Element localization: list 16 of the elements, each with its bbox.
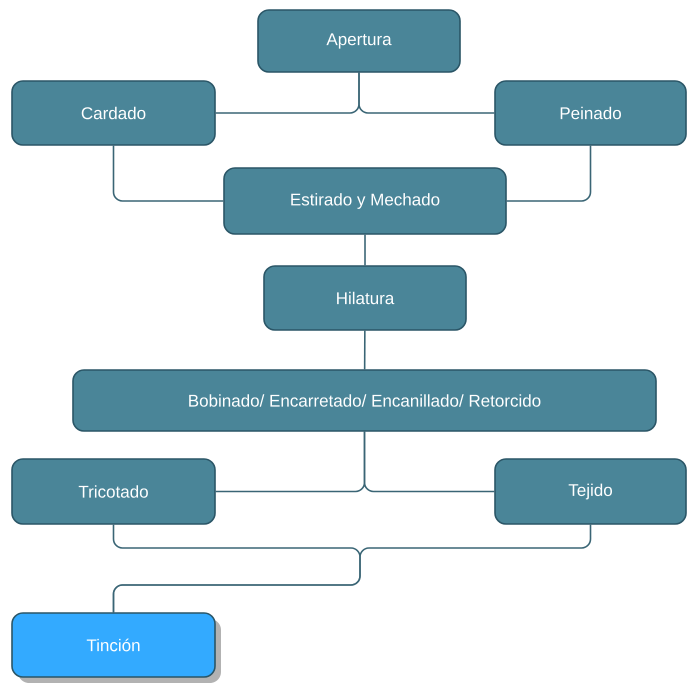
connector-line	[364, 330, 366, 370]
connector-line	[364, 432, 494, 492]
connector-line	[358, 72, 494, 114]
process-box: Hilatura	[263, 265, 467, 331]
process-box: Tejido	[494, 458, 687, 525]
process-box: Apertura	[257, 9, 461, 73]
process-box: Tricotado	[11, 458, 216, 525]
connector-line	[506, 146, 592, 202]
connector-line	[112, 524, 592, 612]
process-box: Peinado	[494, 80, 687, 146]
process-box: Cardado	[11, 80, 216, 146]
process-box: Bobinado/ Encarretado/ Encanillado/ Retorcido	[72, 369, 657, 432]
connector-line	[364, 234, 366, 266]
process-box: Tinción	[11, 612, 221, 683]
process-box: Estirado y Mechado	[223, 167, 507, 235]
connector-line	[112, 146, 224, 202]
